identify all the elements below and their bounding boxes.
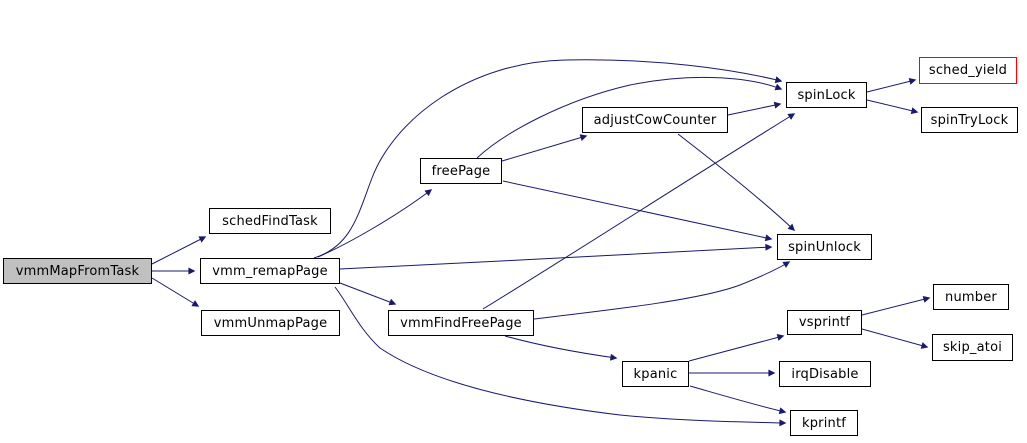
node-irqDisable[interactable]: irqDisable <box>779 361 871 387</box>
node-vmmMapFromTask[interactable]: vmmMapFromTask <box>3 258 152 284</box>
edge-vsprintf-to-number <box>861 295 931 316</box>
node-spinLock[interactable]: spinLock <box>786 82 867 108</box>
node-adjustCowCounter[interactable]: adjustCowCounter <box>582 107 728 133</box>
node-spinTryLock[interactable]: spinTryLock <box>921 107 1018 133</box>
edge-vmmMapFromTask-to-vmmUnmapPage <box>151 277 200 307</box>
edge-vmmFindFreePage-to-kpanic <box>504 335 618 361</box>
node-spinUnlock[interactable]: spinUnlock <box>777 234 872 260</box>
node-vmm_remapPage[interactable]: vmm_remapPage <box>200 258 340 284</box>
edge-vmmMapFromTask-to-schedFindTask <box>151 236 207 265</box>
node-schedFindTask[interactable]: schedFindTask <box>209 208 331 234</box>
edge-vmmFindFreePage-to-spinUnlock <box>533 261 791 320</box>
node-vmmUnmapPage[interactable]: vmmUnmapPage <box>201 310 340 336</box>
node-sched_yield[interactable]: sched_yield <box>919 57 1017 84</box>
node-skip_atoi[interactable]: skip_atoi <box>932 334 1013 361</box>
edge-spinLock-to-spinTryLock <box>866 99 919 115</box>
edge-spinLock-to-sched_yield <box>866 77 917 93</box>
edge-vmm_remapPage-to-vmmFindFreePage <box>339 282 397 306</box>
edge-adjustCowCounter-to-spinUnlock <box>677 133 796 231</box>
edge-vmm_remapPage-to-spinLock <box>313 59 783 259</box>
edge-freePage-to-adjustCowCounter <box>501 134 588 162</box>
edge-vmm_remapPage-to-freePage <box>317 189 433 258</box>
edge-freePage-to-spinUnlock <box>502 180 773 242</box>
edge-vmmFindFreePage-to-spinLock <box>482 113 796 310</box>
edge-kpanic-to-vsprintf <box>688 334 785 362</box>
edge-adjustCowCounter-to-spinLock <box>727 101 782 116</box>
node-vsprintf[interactable]: vsprintf <box>787 310 862 335</box>
node-number[interactable]: number <box>933 284 1009 310</box>
edge-vmm_remapPage-to-spinUnlock <box>339 243 773 270</box>
node-kprintf[interactable]: kprintf <box>790 410 858 436</box>
edge-vsprintf-to-skip_atoi <box>861 328 929 349</box>
edge-vmm_remapPage-to-kprintf <box>334 286 787 427</box>
node-vmmFindFreePage[interactable]: vmmFindFreePage <box>388 310 534 336</box>
edge-kpanic-to-kprintf <box>689 385 787 415</box>
node-freePage[interactable]: freePage <box>420 158 502 184</box>
node-kpanic[interactable]: kpanic <box>622 361 689 387</box>
edge-freePage-to-spinLock <box>476 76 783 159</box>
